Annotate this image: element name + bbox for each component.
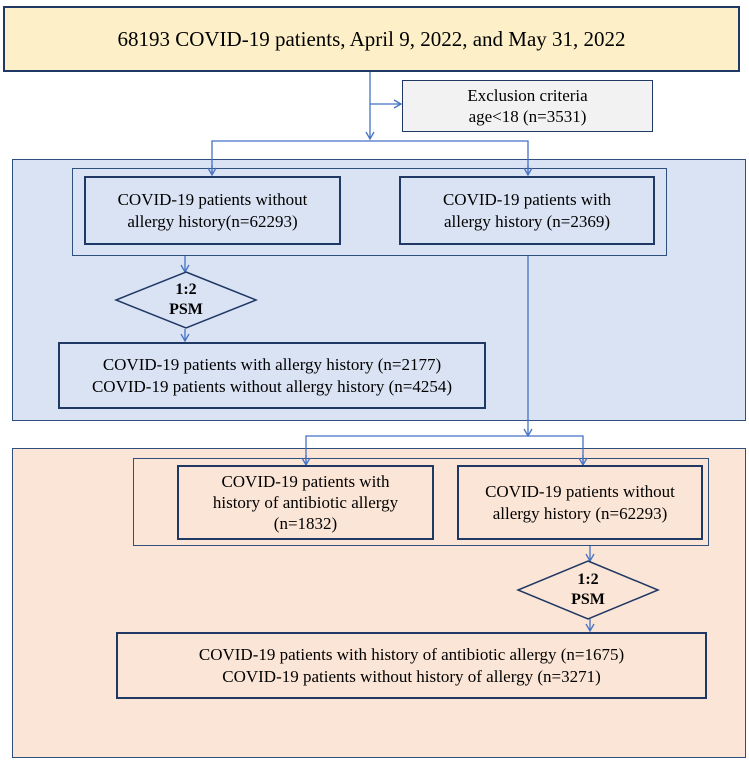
connector-split-1 [211, 140, 529, 173]
matched-cohort-text-1: COVID-19 patients with allergy history (… [91, 355, 453, 396]
psm-label-1: 1:2 PSM [169, 281, 203, 318]
connector-split-2 [305, 435, 584, 465]
section2-group-frame [133, 458, 709, 546]
cohort-title-box: 68193 COVID-19 patients, April 9, 2022, … [3, 6, 740, 72]
exclusion-criteria-text: Exclusion criteria age<18 (n=3531) [467, 85, 588, 126]
cohort-title: 68193 COVID-19 patients, April 9, 2022, … [117, 26, 626, 51]
matched-cohort-box-2: COVID-19 patients with history of antibi… [116, 632, 707, 699]
section1-panel [12, 159, 746, 421]
psm-diamond-1 [113, 271, 259, 329]
psm-label-2: 1:2 PSM [571, 571, 605, 608]
without-allergy-text: COVID-19 patients without allergy histor… [117, 190, 308, 231]
with-allergy-text: COVID-19 patients with allergy history (… [442, 190, 612, 231]
antibiotic-allergy-box: COVID-19 patients with history of antibi… [177, 465, 434, 540]
section1-group-frame [72, 168, 667, 256]
without-allergy-text-2: COVID-19 patients without allergy histor… [485, 482, 675, 523]
without-allergy-box-2: COVID-19 patients without allergy histor… [457, 465, 703, 540]
matched-cohort-box-1: COVID-19 patients with allergy history (… [58, 342, 486, 409]
exclusion-criteria-box: Exclusion criteria age<18 (n=3531) [402, 80, 653, 132]
with-allergy-box: COVID-19 patients with allergy history (… [399, 176, 655, 245]
without-allergy-box: COVID-19 patients without allergy histor… [84, 176, 341, 245]
antibiotic-allergy-text: COVID-19 patients with history of antibi… [212, 471, 399, 534]
matched-cohort-text-2: COVID-19 patients with history of antibi… [198, 645, 625, 686]
psm-diamond-2 [516, 560, 660, 620]
